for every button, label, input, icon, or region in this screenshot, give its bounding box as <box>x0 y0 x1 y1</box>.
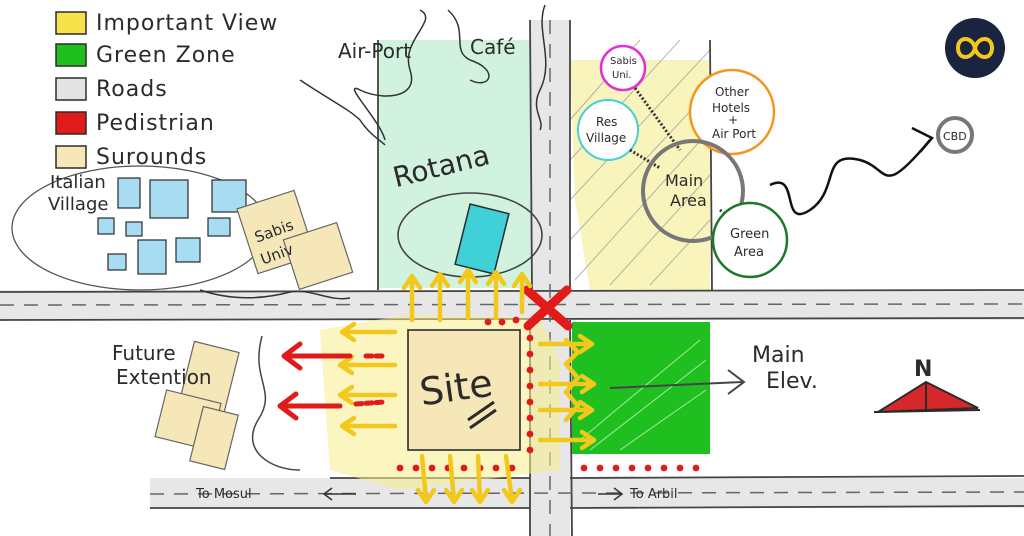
pedestrian-dots <box>396 316 700 472</box>
main-elev-label-2: Elev. <box>766 369 818 394</box>
north-label: N <box>914 357 932 382</box>
green-zone <box>572 322 710 454</box>
to-mosul-label: To Mosul <box>195 487 252 502</box>
village-label: Village <box>48 194 108 215</box>
future-label-1: Future <box>112 341 176 365</box>
sabis-top-label: Sabis <box>610 56 637 67</box>
legend-swatch-important-view <box>55 11 87 35</box>
cbd-circle <box>936 116 974 154</box>
legend-swatch-pedistrian <box>55 111 87 135</box>
to-mosul-arrow <box>322 487 356 501</box>
main-elev-arrow-line <box>609 381 743 389</box>
main-elev-label-1: Main <box>752 343 805 368</box>
future-extension-blocks <box>154 340 240 471</box>
sabis-univ-left-block <box>236 189 354 291</box>
main-area-label-1: Main <box>665 171 703 190</box>
annotation-curves <box>199 4 547 300</box>
other-label-3: + <box>728 113 738 127</box>
view-arrows-up <box>401 267 533 323</box>
sabis-top-label-2: Uni. <box>612 70 632 81</box>
main-area-circle <box>641 139 745 243</box>
cbd-arrow-line <box>769 139 931 216</box>
legend-swatch-surounds <box>55 145 87 169</box>
cross-mark-icon <box>522 285 573 331</box>
future-label-2: Extention <box>116 365 212 389</box>
cbd-label: CBD <box>943 130 967 143</box>
legend-label-green-zone: Green Zone <box>96 43 236 68</box>
italian-label: Italian <box>50 172 106 193</box>
legend-swatch-green-zone <box>55 43 87 67</box>
italian-village-buildings <box>97 177 247 275</box>
legend-label-roads: Roads <box>96 77 168 102</box>
other-label-1: Other <box>715 85 749 99</box>
main-elev-arrowhead <box>727 369 746 395</box>
green-area-circle <box>711 201 789 279</box>
site-block <box>407 329 521 451</box>
future-extension-outline <box>251 335 301 471</box>
legend: Important View Green Zone Roads Pedistri… <box>55 11 278 170</box>
other-label-4: Air Port <box>712 127 756 141</box>
cbd-arrowhead <box>911 126 934 153</box>
green-zone-scribble <box>579 339 707 451</box>
sabis-uni-top-circle <box>599 44 647 92</box>
rotana-building <box>454 203 510 275</box>
infinity-logo-icon <box>945 18 1005 78</box>
cafe-label: Café <box>470 35 516 59</box>
res-label: Res <box>596 115 617 129</box>
other-label-2: Hotels <box>712 101 750 115</box>
site-underline <box>467 400 497 430</box>
res-label-2: Village <box>586 131 626 145</box>
green-area-label-1: Green <box>730 227 769 242</box>
res-village-circle <box>577 99 639 161</box>
to-arbil-arrow <box>598 487 624 501</box>
view-arrows-down <box>415 453 523 505</box>
site-label: Site <box>417 361 495 415</box>
other-hotels-circle <box>688 68 776 156</box>
to-arbil-label: To Arbil <box>629 487 678 502</box>
airport-label: Air-Port <box>338 39 411 63</box>
rotana-zone <box>378 40 530 288</box>
legend-label-pedistrian: Pedistrian <box>96 111 215 136</box>
view-arrows-right <box>537 333 597 451</box>
pedestrian-arrows-left <box>277 341 387 421</box>
main-area-label-2: Area <box>670 191 707 210</box>
view-arrows-left <box>337 321 398 437</box>
legend-swatch-roads <box>55 77 87 101</box>
legend-label-important-view: Important View <box>96 11 278 36</box>
green-area-label-2: Area <box>734 245 764 260</box>
north-arrow-icon <box>873 380 981 414</box>
